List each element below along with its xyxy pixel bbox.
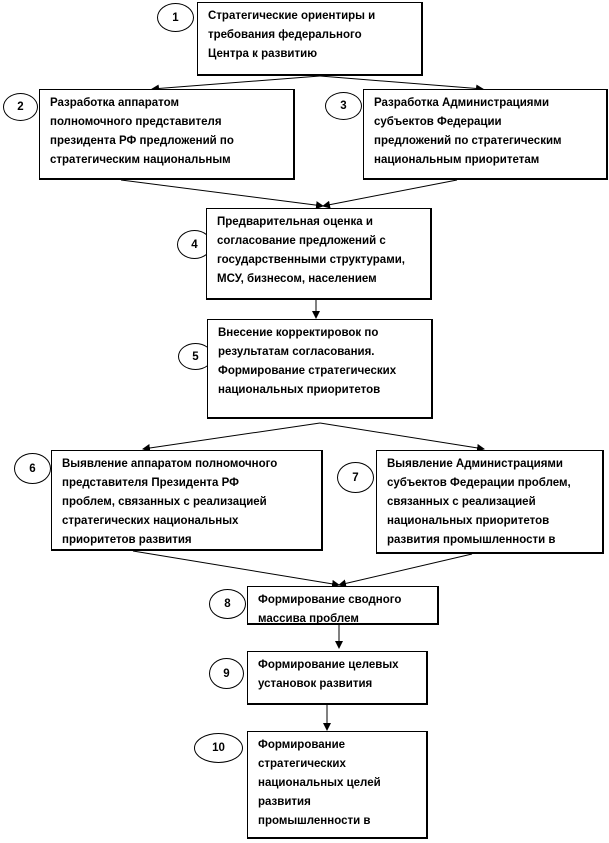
- step-2-box: Разработка аппаратом полномочного предст…: [39, 89, 295, 180]
- step-3-number: 3: [325, 92, 362, 120]
- step-3-box: Разработка Администрациями субъектов Фед…: [363, 89, 608, 180]
- step-1-box: Стратегические ориентиры и требования фе…: [197, 2, 423, 76]
- step-4-box: Предварительная оценка и согласование пр…: [206, 208, 432, 300]
- step-8-number: 8: [209, 589, 246, 619]
- step-7-box: Выявление Администрациями субъектов Феде…: [376, 450, 604, 554]
- step-8-box: Формирование сводного массива проблем: [247, 586, 439, 625]
- step-7-number: 7: [337, 462, 374, 493]
- arrow-2-to-4: [120, 179, 324, 210]
- arrow-6-to-8: [132, 550, 340, 588]
- arrow-5-to-6: [142, 422, 321, 452]
- step-9-number: 9: [209, 658, 244, 689]
- step-6-number: 6: [14, 453, 51, 484]
- arrow-1-to-2: [151, 75, 321, 93]
- arrow-1-to-3: [319, 75, 484, 93]
- arrow-7-to-8: [338, 553, 473, 588]
- step-10-number: 10: [194, 733, 243, 763]
- step-1-number: 1: [157, 3, 194, 32]
- step-2-number: 2: [3, 93, 38, 121]
- step-9-box: Формирование целевых установок развития: [247, 651, 428, 705]
- arrow-3-to-4: [322, 179, 458, 209]
- step-6-box: Выявление аппаратом полномочного предста…: [51, 450, 323, 551]
- arrow-5-to-7: [319, 422, 485, 452]
- step-10-box: Формирование стратегических национальных…: [247, 731, 428, 839]
- step-5-box: Внесение корректировок по результатам со…: [207, 319, 433, 419]
